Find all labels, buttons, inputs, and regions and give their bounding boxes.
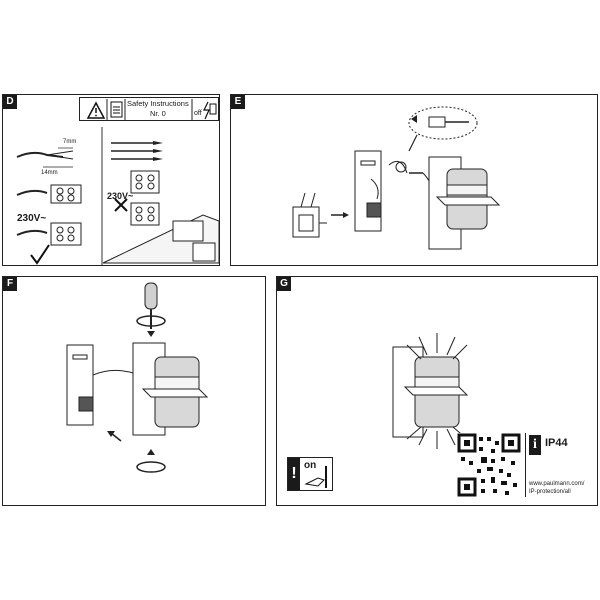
voltage-label-left: 230V~: [17, 213, 47, 224]
info-divider: [525, 433, 526, 497]
panel-label: D: [3, 95, 17, 109]
connection-illustration: [292, 106, 501, 250]
url-line-2: IP-protection/all: [529, 489, 571, 495]
safety-instructions-box: Safety Instructions Nr. 0 off: [79, 97, 219, 121]
fixing-illustration: [66, 282, 209, 473]
panel-d: D Safety Instructions Nr. 0 off: [2, 94, 220, 266]
exclamation-icon: !: [288, 458, 300, 490]
dimension-14mm: 14mm: [41, 170, 58, 176]
url-line-1: www.paulmann.com/: [529, 481, 585, 487]
warning-icon: [86, 99, 217, 121]
panel-f: F: [2, 276, 266, 506]
on-label: on: [304, 460, 317, 471]
info-icon: i: [529, 435, 541, 455]
off-label: off: [194, 110, 202, 117]
panel-label: F: [3, 277, 17, 291]
panel-g: G ! on: [276, 276, 598, 506]
panel-e: E: [230, 94, 598, 266]
panel-label: E: [231, 95, 245, 109]
wiring-illustration: [16, 127, 220, 265]
safety-number: Nr. 0: [150, 109, 166, 118]
panel-label: G: [277, 277, 291, 291]
power-on-box: ! on: [287, 457, 333, 491]
voltage-label-right: 230V~: [107, 191, 134, 201]
lit-lamp-illustration: [392, 333, 469, 449]
ip-rating: IP44: [545, 437, 568, 449]
dimension-7mm: 7mm: [63, 139, 77, 145]
safety-title: Safety Instructions: [127, 99, 189, 108]
qr-code-icon: [457, 433, 521, 497]
hand-switch-icon: [304, 466, 327, 488]
